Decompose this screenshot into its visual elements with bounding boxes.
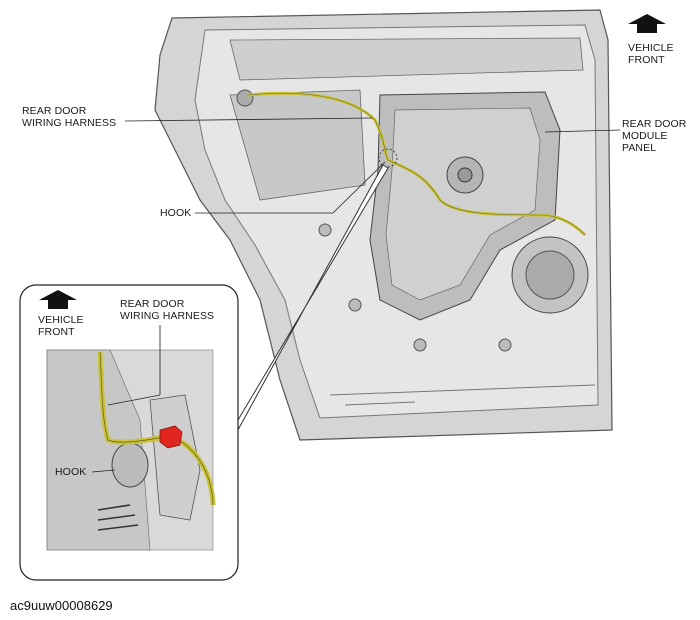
hook-highlight-icon (159, 425, 183, 449)
vehicle-front-line1: VEHICLE (628, 42, 674, 54)
rear-door-module-panel-label: REAR DOOR MODULE PANEL (622, 118, 687, 154)
detail-hook-leader (91, 469, 116, 473)
regulator-hub (457, 167, 473, 183)
module-panel-inner (385, 107, 541, 301)
harness-leader-line (124, 117, 373, 122)
hook-location-marker (378, 148, 398, 168)
figure-code: ac9uuw00008629 (10, 598, 113, 613)
window-frame-rail (229, 37, 584, 81)
door-inner-cavity (229, 89, 366, 201)
vehicle-front-label: VEHICLE FRONT (628, 42, 674, 66)
hook-label: HOOK (160, 207, 192, 219)
speaker-center (525, 250, 575, 300)
detail-vehicle-front-line1: VEHICLE (38, 314, 84, 326)
access-hole (236, 89, 254, 107)
detail-bracket (149, 394, 201, 521)
harness-label-line1: REAR DOOR (22, 105, 87, 117)
access-hole (413, 338, 427, 352)
vehicle-front-line2: FRONT (628, 54, 665, 66)
door-lower-trim (329, 384, 596, 406)
vehicle-front-arrow-icon (628, 14, 666, 33)
module-panel-label-line2: MODULE (622, 130, 668, 142)
detail-harness-label-line1: REAR DOOR (120, 298, 185, 310)
hook-leader-line-2 (332, 161, 386, 214)
harness-label-line2: WIRING HARNESS (22, 117, 117, 129)
module-panel-label-line1: REAR DOOR (622, 118, 687, 130)
module-panel-leader-line (544, 129, 621, 133)
access-hole (498, 338, 512, 352)
detail-hook-base (111, 442, 149, 488)
detail-clips (97, 504, 139, 531)
detail-harness-label: REAR DOOR WIRING HARNESS (120, 298, 214, 322)
detail-vehicle-front-label: VEHICLE FRONT (38, 314, 84, 338)
access-hole (318, 223, 332, 237)
detail-harness-label-line2: WIRING HARNESS (120, 310, 215, 322)
rear-door-wiring-harness-label: REAR DOOR WIRING HARNESS (22, 105, 116, 129)
module-panel-label-line3: PANEL (622, 142, 657, 154)
access-hole (348, 298, 362, 312)
detail-vehicle-front-arrow-icon (39, 290, 77, 309)
detail-harness-leader-2 (107, 394, 161, 406)
harness-outline (247, 92, 586, 236)
detail-pillar (46, 349, 151, 551)
detail-hook-label: HOOK (55, 466, 87, 478)
detail-vehicle-front-line2: FRONT (38, 326, 75, 338)
